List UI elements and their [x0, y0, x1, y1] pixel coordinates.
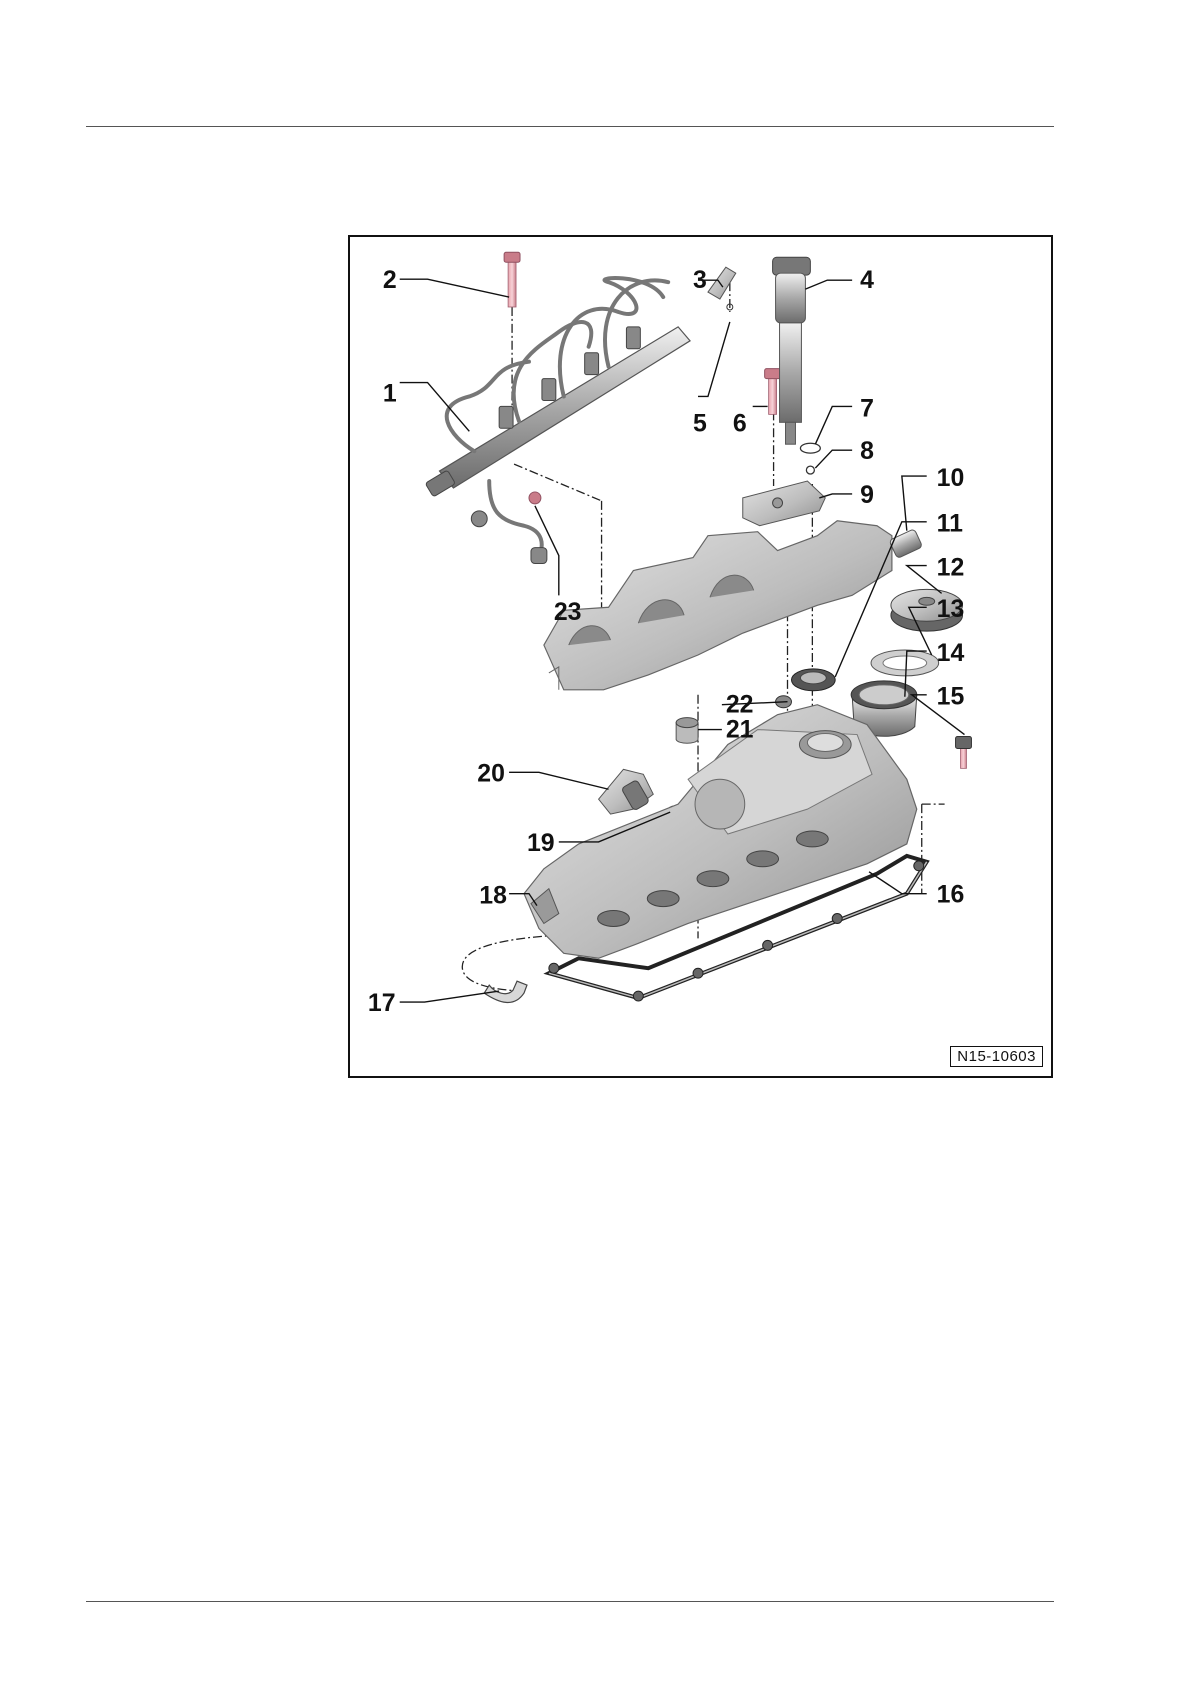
callout-15: 15: [937, 684, 965, 711]
callout-3: 3: [693, 267, 707, 294]
callout-1: 1: [383, 380, 397, 407]
callout-7: 7: [860, 395, 874, 422]
injector: [773, 257, 811, 444]
fuel-rail: [425, 278, 690, 563]
callout-12: 12: [937, 554, 965, 581]
footer-rule: [86, 1601, 1054, 1602]
callout-11: 11: [937, 511, 963, 538]
callout-2: 2: [383, 267, 397, 294]
callout-23: 23: [554, 599, 582, 626]
exploded-view-drawing: 1 2 3 4 5 6 7 8 9 10 11 12 13 14 15 16 1…: [350, 237, 1051, 1076]
callout-9: 9: [860, 482, 874, 509]
callout-17: 17: [368, 990, 396, 1017]
shaft-seal: [791, 669, 835, 691]
callout-21: 21: [726, 717, 754, 744]
callout-19: 19: [527, 830, 555, 857]
cap-gasket: [871, 650, 939, 676]
sensor: [599, 769, 681, 814]
callout-10: 10: [937, 465, 965, 492]
exploded-view-figure: 1 2 3 4 5 6 7 8 9 10 11 12 13 14 15 16 1…: [348, 235, 1053, 1078]
callout-16: 16: [937, 882, 965, 909]
callout-6: 6: [733, 410, 747, 437]
figure-id-label: N15-10603: [950, 1046, 1043, 1067]
callout-22: 22: [726, 692, 754, 719]
callout-20: 20: [477, 760, 505, 787]
clamp-bracket: [708, 267, 736, 310]
callout-13: 13: [937, 596, 965, 623]
callout-8: 8: [860, 438, 874, 465]
seal-rings: [800, 443, 820, 474]
callout-14: 14: [937, 640, 965, 667]
callout-4: 4: [860, 267, 874, 294]
callout-18: 18: [479, 883, 507, 910]
header-rule: [86, 126, 1054, 127]
callout-5: 5: [693, 410, 707, 437]
cylinder-head-cover: [524, 705, 917, 959]
